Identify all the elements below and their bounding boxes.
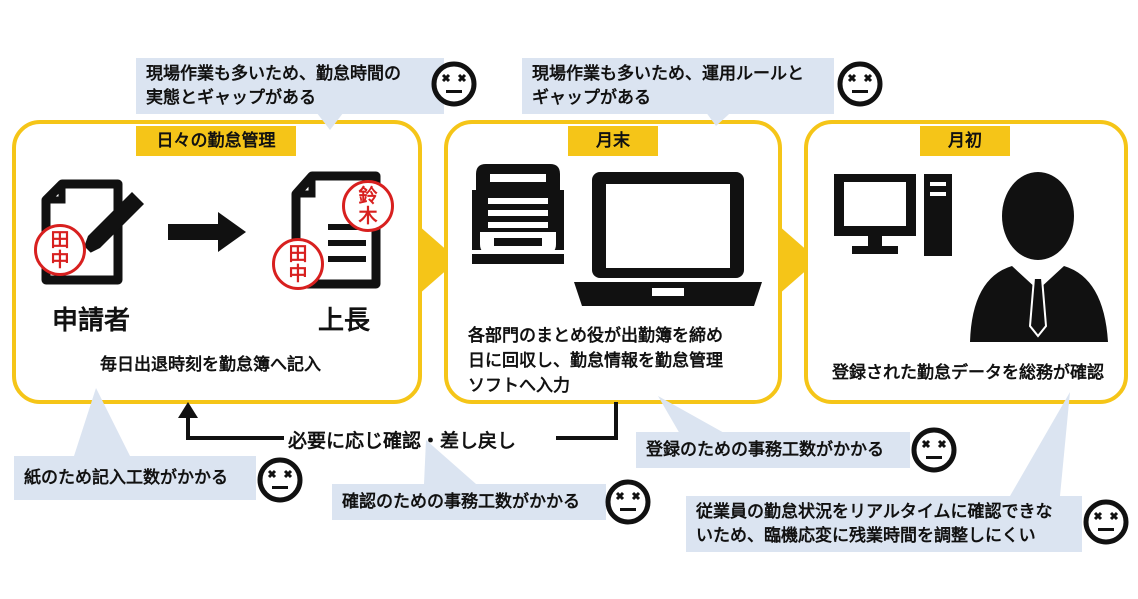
dizzy-face-icon [911,427,957,473]
panel-month-start [804,120,1128,404]
callout-tail-left-bottom [74,388,130,456]
callout-right-bottom: 従業員の勤怠状況をリアルタイムに確認できな いため、臨機応変に残業時間を調整しに… [686,496,1082,552]
tag-daily: 日々の勤怠管理 [136,126,296,156]
return-flow-label: 必要に応じ確認・差し戻し [288,430,517,452]
stamp-tanaka-applicant: 田 中 [34,224,86,276]
laptop-icon [574,172,762,306]
caption-month-end: 各部門のまとめ役が出勤簿を締め 日に回収し、勤怠情報を勤怠管理 ソフトへ入力 [468,326,723,396]
label-boss: 上長 [318,306,371,336]
return-flow-line [178,402,618,440]
callout-top-left: 現場作業も多いため、勤怠時間の 実態とギャップがある [136,58,444,114]
right-arrow-icon [168,212,246,252]
person-icon [970,172,1108,342]
label-applicant: 申請者 [52,306,131,336]
callout-tail-right-mid [658,396,726,434]
desktop-computer-icon [834,174,952,256]
dizzy-face-icon [431,61,477,107]
flow-arrow-2 [778,225,818,295]
callout-left-bottom: 紙のため記入工数がかかる [14,456,256,500]
flow-arrow-1 [418,225,458,295]
file-tray-icon [472,164,564,264]
callout-top-mid: 現場作業も多いため、運用ルールと ギャップがある [522,58,834,114]
stamp-suzuki: 鈴 木 [342,180,394,232]
dizzy-face-icon [837,61,883,107]
callout-tail-mid-bottom [424,440,476,484]
stamp-tanaka-boss: 田 中 [272,238,324,290]
caption-daily: 毎日出退時刻を勤怠簿へ記入 [100,355,321,375]
dizzy-face-icon [1083,499,1129,545]
tag-month-end: 月末 [568,126,658,156]
dizzy-face-icon [605,479,651,525]
callout-right-mid: 登録のための事務工数がかかる [636,432,910,468]
callout-tail-right-bottom [1010,392,1070,496]
tag-month-start: 月初 [920,126,1010,156]
document-pen-icon [41,179,144,285]
dizzy-face-icon [257,457,303,503]
callout-mid-bottom: 確認のための事務工数がかかる [332,484,606,520]
caption-month-start: 登録された勤怠データを総務が確認 [832,363,1104,383]
